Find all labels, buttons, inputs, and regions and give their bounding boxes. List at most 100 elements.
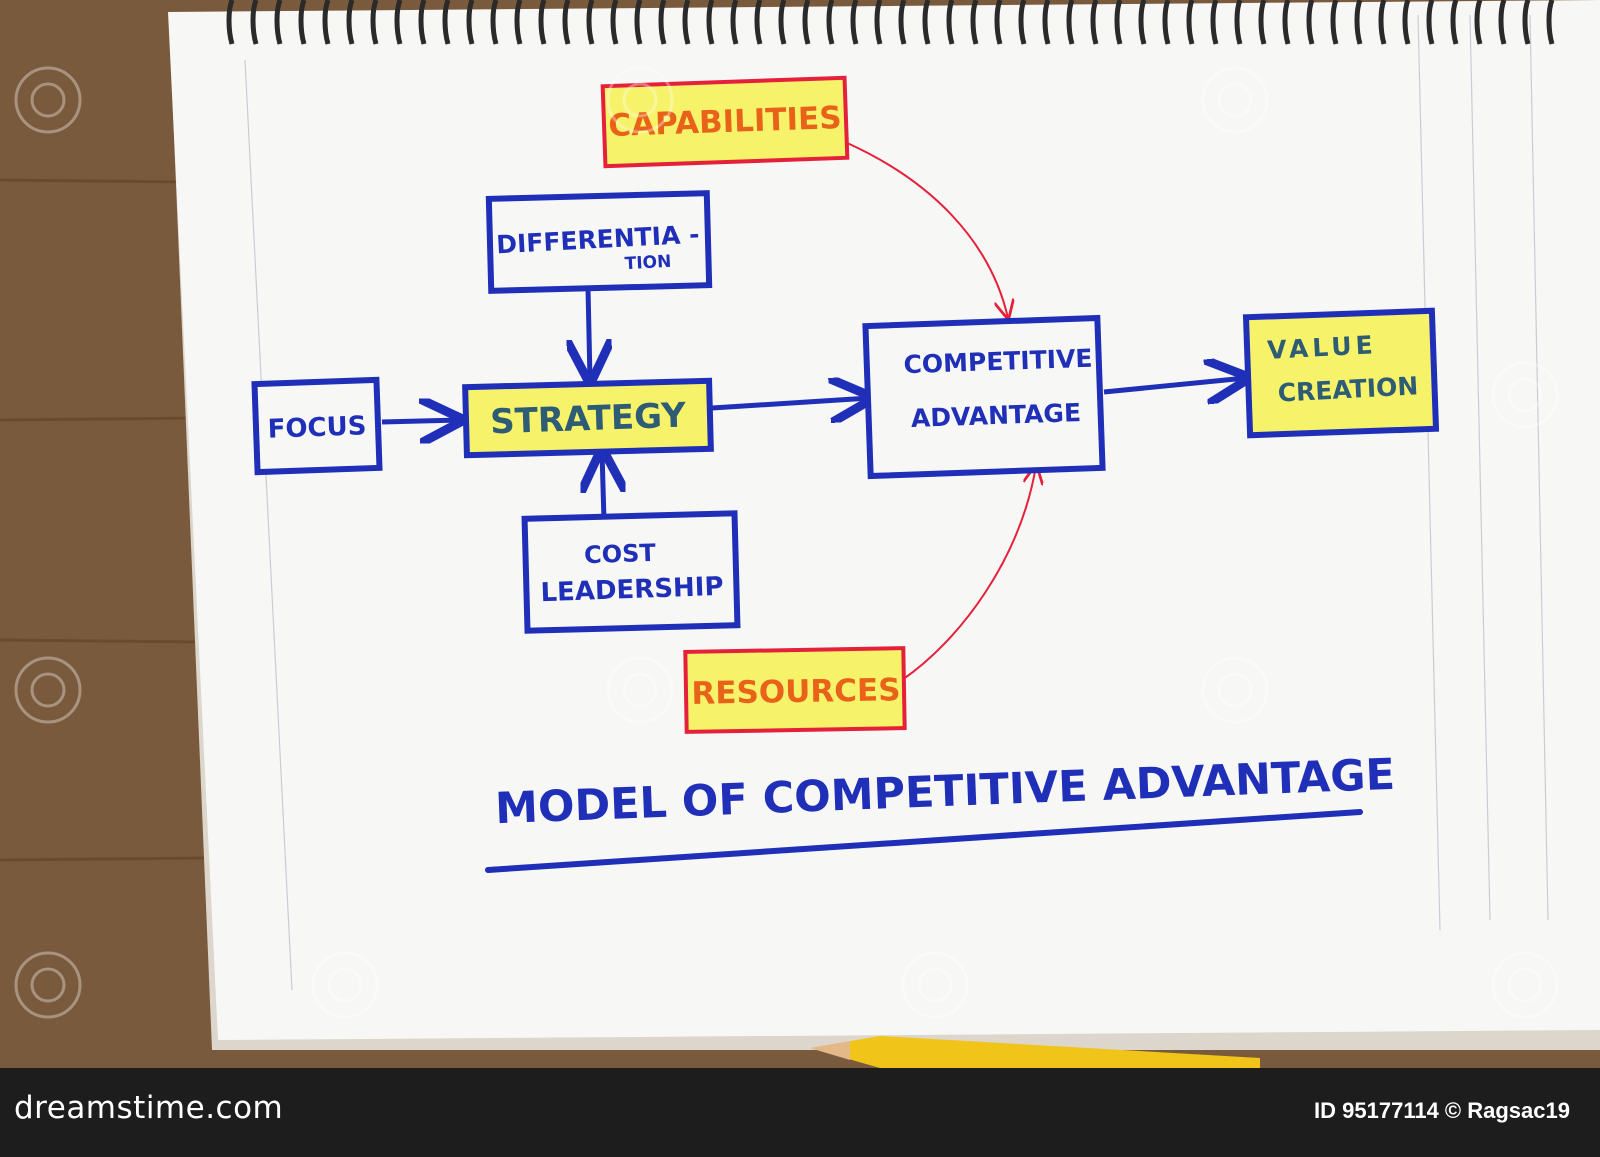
node-differentiation: DIFFERENTIA - TION	[485, 190, 713, 294]
spiral-ring	[634, 0, 643, 45]
spiral-ring	[1330, 0, 1339, 45]
spiral-ring	[994, 0, 1003, 45]
watermark-swirl-inner	[1507, 377, 1543, 413]
spiral-ring	[226, 0, 235, 45]
spiral-ring	[1450, 0, 1459, 45]
spiral-ring	[274, 0, 283, 45]
spiral-ring	[1066, 0, 1075, 45]
spiral-ring	[370, 0, 379, 45]
spiral-ring	[1138, 0, 1147, 45]
spiral-ring	[586, 0, 595, 45]
spiral-ring	[418, 0, 427, 45]
arrow-focus-to-strategy	[381, 420, 460, 422]
spiral-ring	[898, 0, 907, 45]
spiral-ring	[1522, 0, 1531, 45]
title-underline	[485, 809, 1363, 873]
watermark-swirl	[311, 951, 379, 1019]
watermark-swirl	[14, 656, 82, 724]
watermark-swirl-inner	[917, 967, 953, 1003]
competitive-label-line1: COMPETITIVE	[903, 344, 1093, 380]
spiral-ring	[322, 0, 331, 45]
watermark	[14, 66, 1559, 1019]
spiral-ring	[802, 0, 811, 45]
watermark-swirl-inner	[622, 672, 658, 708]
spiral-ring	[778, 0, 787, 45]
spiral-ring	[946, 0, 955, 45]
spiral-ring	[1234, 0, 1243, 45]
spiral-ring	[538, 0, 547, 45]
spiral-ring	[250, 0, 259, 45]
spiral-ring	[514, 0, 523, 45]
arrow-competitive-to-value	[1103, 378, 1246, 392]
connectors	[381, 141, 1246, 681]
arrow-strategy-to-competitive	[711, 398, 870, 408]
watermark-swirl	[901, 951, 969, 1019]
node-focus: FOCUS	[251, 376, 383, 476]
spiral-ring	[658, 0, 667, 45]
spiral-ring	[1042, 0, 1051, 45]
node-competitive-advantage: COMPETITIVE ADVANTAGE	[862, 314, 1106, 480]
arrow-capabilities-to-competitive	[844, 141, 1008, 318]
watermark-swirl	[606, 656, 674, 724]
spiral-ring	[562, 0, 571, 45]
watermark-swirl	[14, 66, 82, 134]
spiral-ring	[682, 0, 691, 45]
watermark-swirl	[1201, 66, 1269, 134]
watermark-swirl	[606, 66, 674, 134]
focus-label: FOCUS	[267, 411, 367, 444]
notebook-photo: CAPABILITIES DIFFERENTIA - TION FOCUS ST…	[0, 0, 1600, 1068]
watermark-swirl-inner	[1217, 672, 1253, 708]
node-cost-leadership: COST LEADERSHIP	[521, 510, 741, 634]
differentiation-label-line2: TION	[624, 252, 672, 274]
spiral-ring	[1498, 0, 1507, 45]
spiral-ring	[754, 0, 763, 45]
spiral-ring	[1306, 0, 1315, 45]
spiral-ring	[1258, 0, 1267, 45]
spiral-ring	[874, 0, 883, 45]
watermark-swirl	[1491, 361, 1559, 429]
node-capabilities: CAPABILITIES	[600, 75, 850, 169]
watermark-swirl-inner	[30, 672, 66, 708]
notebook-page	[168, 0, 1600, 1040]
footer-image-credit: ID 95177114 © Ragsac19	[1314, 1098, 1570, 1123]
spiral-ring	[1402, 0, 1411, 45]
spiral-ring	[442, 0, 451, 45]
spiral-ring	[970, 0, 979, 45]
cost-label-line2: LEADERSHIP	[540, 572, 724, 608]
spiral-ring	[1090, 0, 1099, 45]
footer-bar: dreamstime.com ID 95177114 © Ragsac19	[0, 1068, 1600, 1157]
spiral-ring	[1186, 0, 1195, 45]
spiral-ring	[490, 0, 499, 45]
resources-label: RESOURCES	[691, 672, 901, 712]
spiral-ring	[850, 0, 859, 45]
capabilities-label: CAPABILITIES	[608, 100, 842, 144]
ruled-lines	[244, 14, 1549, 991]
watermark-swirl	[1491, 951, 1559, 1019]
spiral-ring	[610, 0, 619, 45]
arrow-differentiation-to-strategy	[588, 287, 590, 380]
spiral-ring	[394, 0, 403, 45]
strategy-label: STRATEGY	[490, 396, 687, 443]
spiral-ring	[1210, 0, 1219, 45]
spiral-ring	[730, 0, 739, 45]
footer-site-name: dreamstime.com	[14, 1090, 284, 1126]
arrow-cost-to-strategy	[602, 452, 604, 521]
watermark-swirl-inner	[622, 82, 658, 118]
spiral-ring	[1546, 0, 1555, 45]
spiral-ring	[1162, 0, 1171, 45]
spiral-ring	[1426, 0, 1435, 45]
pencil	[810, 1036, 1260, 1068]
spiral-ring	[826, 0, 835, 45]
watermark-swirl	[1201, 656, 1269, 724]
spiral-ring	[346, 0, 355, 45]
arrow-resources-to-competitive	[901, 466, 1036, 681]
spiral-ring	[1354, 0, 1363, 45]
spiral-ring	[1018, 0, 1027, 45]
watermark-swirl-inner	[327, 967, 363, 1003]
node-value-creation: VALUE CREATION	[1242, 307, 1440, 439]
spiral-ring	[1114, 0, 1123, 45]
spiral-ring	[1282, 0, 1291, 45]
spiral-ring	[706, 0, 715, 45]
watermark-swirl-inner	[30, 82, 66, 118]
spiral-ring	[466, 0, 475, 45]
